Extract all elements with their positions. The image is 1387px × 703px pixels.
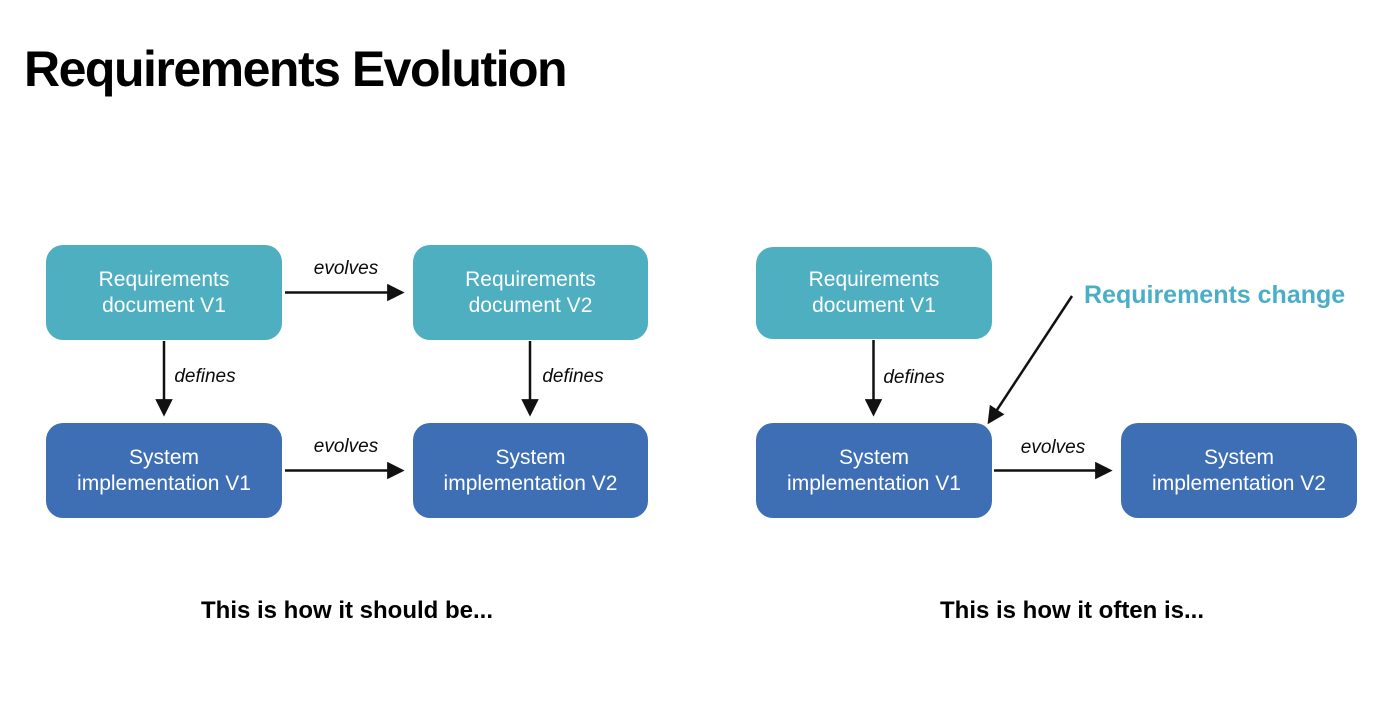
node-requirements-document-v1-left: Requirements document V1 [46, 245, 282, 340]
node-label: System [838, 445, 909, 469]
edge-label-defines-mid: defines [542, 366, 604, 387]
node-label: implementation V2 [443, 471, 618, 495]
caption-right: This is how it often is... [939, 597, 1205, 624]
node-label: System [1203, 445, 1274, 469]
node-label: Requirements [98, 267, 230, 291]
node-system-implementation-v1-left: System implementation V1 [46, 423, 282, 518]
node-label: document V1 [812, 294, 936, 317]
node-system-implementation-v2-left: System implementation V2 [413, 423, 648, 518]
node-label: Requirements [465, 267, 596, 291]
node-label: implementation V2 [1152, 471, 1326, 495]
node-label: Requirements [808, 268, 940, 291]
edge-label-evolves-top-left: evolves [313, 258, 379, 279]
node-requirements-document-v1-right: Requirements document V1 [756, 247, 992, 339]
edge-label-evolves-bottom-left: evolves [313, 436, 379, 457]
node-system-implementation-v1-right: System implementation V1 [756, 423, 992, 518]
node-label: System [128, 445, 199, 469]
caption-left: This is how it should be... [200, 597, 494, 624]
edge-label-evolves-right: evolves [1020, 437, 1086, 458]
page-title: Requirements Evolution [24, 41, 568, 97]
node-label: implementation V1 [77, 471, 251, 495]
edge-requirements-change-arrow [987, 295, 1074, 425]
node-label: implementation V1 [787, 471, 961, 495]
node-label: System [495, 445, 566, 469]
node-system-implementation-v2-right: System implementation V2 [1121, 423, 1357, 518]
node-label: document V1 [102, 293, 226, 317]
edge-label-defines-right: defines [883, 367, 945, 388]
node-requirements-document-v2-left: Requirements document V2 [413, 245, 648, 340]
node-label: document V2 [468, 293, 593, 317]
requirements-change-annotation: Requirements change [1084, 281, 1346, 309]
edge-label-defines-left: defines [174, 366, 236, 387]
